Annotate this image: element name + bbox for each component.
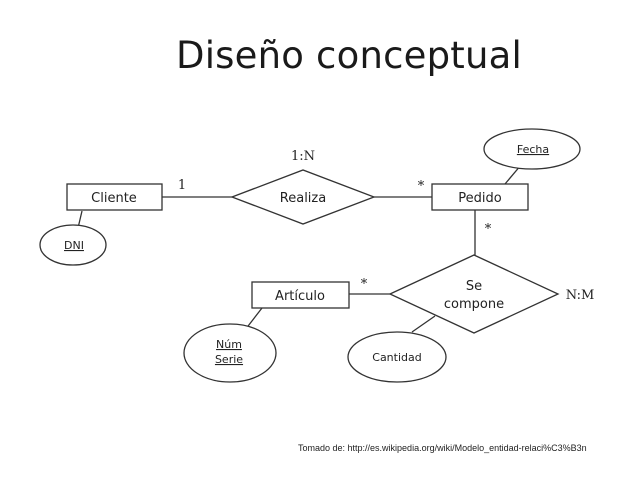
attribute-fecha-label: Fecha — [517, 143, 549, 156]
cardinality-realiza-type: 1:N — [291, 149, 315, 164]
entity-pedido-label: Pedido — [458, 191, 501, 206]
attribute-dni — [39, 224, 107, 266]
cardinality-pedido-side-compone: * — [485, 222, 492, 237]
relationship-realiza-label: Realiza — [280, 191, 326, 206]
relationship-se-compone-label-1: Se — [466, 279, 482, 294]
entity-articulo-label: Artículo — [275, 289, 325, 304]
source-note: Tomado de: http://es.wikipedia.org/wiki/… — [298, 443, 587, 453]
attribute-cantidad-label: Cantidad — [372, 351, 421, 364]
relationship-se-compone — [388, 254, 560, 334]
attribute-num-serie — [183, 323, 277, 383]
relationship-se-compone-label-2: compone — [444, 297, 504, 312]
slide-title: Diseño conceptual — [176, 34, 522, 77]
attribute-dni-label: DNI — [64, 239, 84, 252]
attribute-cantidad — [347, 331, 447, 383]
attribute-num-serie-label-1: Núm — [216, 338, 242, 351]
entity-cliente-label: Cliente — [91, 191, 137, 206]
attribute-fecha — [483, 128, 581, 170]
cardinality-cliente-side: 1 — [178, 178, 186, 193]
cardinality-compone-type: N:M — [566, 288, 595, 303]
line-secompone-cantidad — [411, 315, 436, 333]
cardinality-pedido-side-realiza: * — [418, 179, 425, 194]
relationship-realiza — [230, 169, 376, 225]
entity-cliente — [66, 183, 163, 211]
attribute-num-serie-label-2: Serie — [215, 353, 243, 366]
cardinality-articulo-side: * — [361, 277, 368, 292]
entity-pedido — [431, 183, 529, 211]
entity-articulo — [251, 281, 350, 309]
